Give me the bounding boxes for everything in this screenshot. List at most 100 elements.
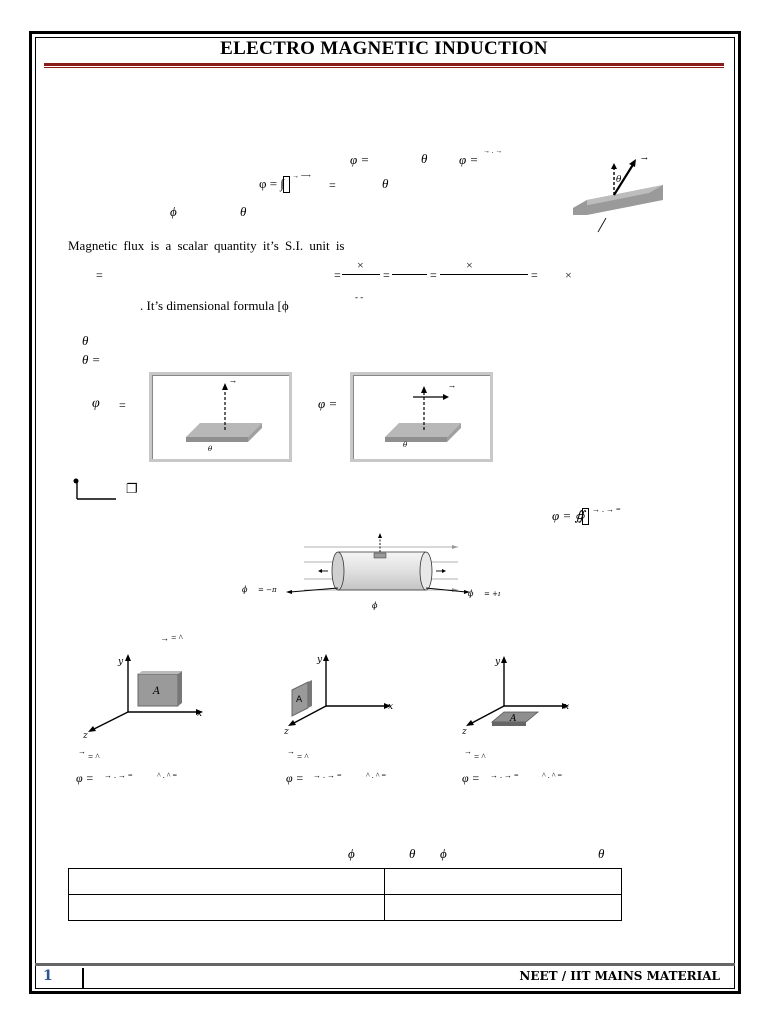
axes-figure-xy: y x z A	[82, 654, 203, 740]
phi-symbol: ϕ	[170, 204, 177, 219]
fig2-eq: = ^	[297, 752, 309, 762]
axis1-area-label: A	[152, 686, 160, 697]
vector-dot-product: → . →	[483, 147, 503, 155]
fig3-tail: ^ . ^ =	[542, 771, 563, 780]
closed-surface-formula: φ = ∯	[552, 508, 585, 523]
normal-flux-figure: → θ	[149, 372, 292, 462]
fig3-phi: φ =	[462, 771, 480, 785]
unit-eq-1: =	[334, 268, 341, 282]
closed-surface-tail: → . → =	[592, 505, 621, 514]
axis1-x-label: x	[197, 709, 202, 719]
equals-sign: =	[329, 178, 336, 192]
table-theta-2: θ	[598, 846, 605, 861]
footer-rule	[35, 963, 735, 966]
page-number: 1	[38, 968, 84, 988]
checkbox-symbol: ❐	[126, 481, 138, 496]
fig3-eq: = ^	[474, 752, 486, 762]
area-vector-eq: → = ^	[160, 633, 183, 643]
theta-symbol-3: θ	[240, 204, 247, 219]
axis1-y-label: y	[117, 657, 124, 667]
fig2-tail: ^ . ^ =	[366, 771, 387, 780]
cylinder-flux-figure: ϕ = −π ϕ = +π ϕ	[242, 533, 500, 610]
table-row	[68, 868, 622, 895]
table-cell	[68, 894, 385, 921]
title-rule	[44, 63, 724, 66]
case1-arrow-label: →	[230, 378, 236, 386]
table-phi-1: ϕ	[348, 846, 355, 861]
unit-eq-2: =	[383, 268, 390, 282]
page-border-outer	[29, 31, 741, 994]
footer-label: NEET / IIT MAINS MATERIAL	[519, 969, 720, 983]
theta-symbol-2: θ	[382, 176, 389, 191]
cylinder-phi-right: ϕ	[468, 589, 474, 598]
inclined-plate-figure: θ →	[573, 154, 663, 233]
fig1-tail: ^ . ^ =	[157, 771, 178, 780]
integral-box	[283, 176, 290, 193]
fig2-dot: → . → =	[313, 771, 342, 780]
cylinder-phi-bottom: ϕ	[372, 601, 378, 610]
case1-theta-label: θ	[208, 445, 213, 453]
axis2-z-label: z	[283, 727, 289, 737]
comparison-table	[68, 868, 622, 921]
bracket-symbol	[73, 478, 116, 500]
table-cell	[384, 868, 622, 895]
page-title: ELECTRO MAGNETIC INDUCTION	[220, 38, 548, 59]
phi-equals-vector: φ =	[459, 152, 479, 167]
theta-case-b: θ =	[82, 352, 101, 367]
table-cell	[68, 868, 385, 895]
page-border-inner	[35, 37, 735, 989]
fig3-vec: →	[464, 747, 472, 756]
axis2-y-label: y	[316, 655, 323, 665]
cylinder-pi-right: = +π	[484, 590, 500, 598]
fig1-phi: φ =	[76, 771, 94, 785]
unit-eq-4: =	[531, 268, 538, 282]
axis2-x-label: x	[388, 702, 393, 712]
fig3-dot: → . → =	[490, 771, 519, 780]
table-theta-1: θ	[409, 846, 416, 861]
dimensional-powers: - -	[355, 292, 364, 302]
times-3: ×	[565, 268, 572, 282]
case-phi-left: φ	[92, 396, 100, 411]
parallel-flux-figure: → θ	[350, 372, 493, 462]
axis3-x-label: x	[564, 702, 569, 712]
axes-figure-xz: y x z A	[462, 656, 569, 737]
unit-eq-3: =	[430, 268, 437, 282]
inclined-theta-label: θ	[616, 175, 622, 185]
cylinder-pi-left: = −π	[258, 586, 277, 594]
theta-case-a: θ	[82, 333, 89, 348]
table-row	[68, 894, 622, 921]
axis3-z-label: z	[462, 727, 467, 737]
case2-theta-label: θ	[403, 441, 408, 449]
fig1-dot: → . → =	[104, 771, 133, 780]
case-phi-right: φ =	[318, 396, 338, 411]
table-phi-2: ϕ	[440, 846, 447, 861]
axis1-z-label: z	[82, 731, 88, 740]
axis3-y-label: y	[494, 657, 501, 667]
case2-arrow-label: →	[449, 383, 455, 391]
closed-integral-box	[582, 508, 589, 525]
fig2-phi: φ =	[286, 771, 304, 785]
fraction-bar-1	[342, 274, 380, 275]
phi-equals: φ =	[350, 152, 370, 167]
fraction-bar-3	[440, 274, 528, 275]
theta-symbol: θ	[421, 151, 428, 166]
flux-definition-text: Magnetic flux is a scalar quantity it’s …	[68, 238, 345, 253]
fraction-bar-2	[392, 274, 427, 275]
dimensional-formula: . It’s dimensional formula [ϕ	[140, 298, 289, 313]
axes-figure-yz: y x z A	[283, 654, 393, 737]
times-1: ×	[357, 258, 364, 272]
phi-integral: φ = ∫	[259, 176, 284, 191]
cylinder-phi-left: ϕ	[242, 585, 248, 594]
integral-vectors: → ⟶	[292, 172, 311, 180]
fig1-vec: →	[78, 747, 86, 756]
axis3-area-label: A	[509, 714, 517, 724]
fig2-vec: →	[287, 747, 295, 756]
axis2-area-label: A	[296, 695, 303, 705]
case-eq-left: =	[119, 398, 126, 412]
title-rule-thin	[44, 67, 724, 68]
table-cell	[384, 894, 622, 921]
times-2: ×	[466, 258, 473, 272]
fig1-eq: = ^	[88, 752, 100, 762]
inclined-vector-label: →	[641, 154, 648, 163]
unit-equals: =	[96, 268, 103, 282]
